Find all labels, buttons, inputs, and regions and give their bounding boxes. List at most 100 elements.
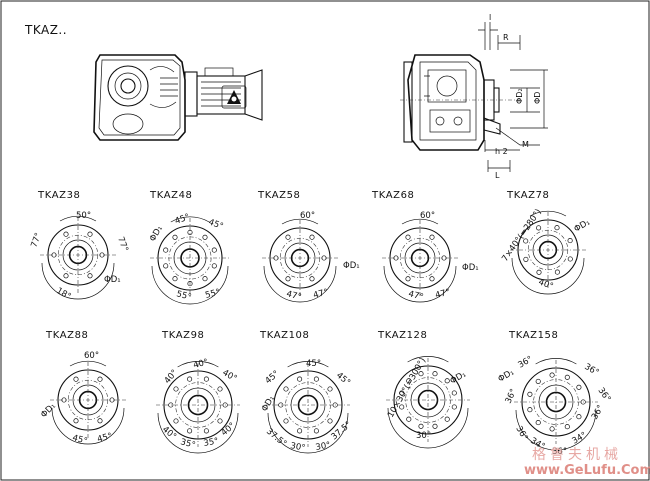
bolt-hole [309,234,315,240]
bolt-hole [187,428,193,434]
bolt-hole [554,225,560,231]
bolt-hole [580,399,586,405]
bolt-hole [187,281,193,287]
angle-label: 45° [334,371,352,388]
d1-label: ΦD₁ [104,275,121,285]
angle-label: 37.5° [330,420,354,443]
page-title: TKAZ.. [24,23,67,37]
angle-label: 60° [300,211,315,221]
bolt-hole [549,426,555,432]
angle-label: 77° [29,231,44,249]
bolt-hole [273,255,279,261]
angle-label: 36° [583,362,601,378]
model-label: TKAZ108 [259,330,309,341]
dim-label-m: M [522,140,529,149]
bolt-hole [63,231,69,237]
d1-label: ΦD₁ [39,401,58,420]
bolt-hole [535,420,541,426]
bolt-hole [217,386,223,392]
angle-label: 36° [596,386,613,404]
bolt-hole [444,416,450,422]
angle-label: 45° [264,369,282,386]
angle-label: 30° [315,440,332,452]
bolt-hole [173,418,179,424]
dim-label-l: l [489,13,491,22]
bolt-hole [321,255,327,261]
bolt-hole [327,386,333,392]
angle-label: 40° [537,277,555,292]
angle-label: 45° [207,217,225,232]
flange-diagram [386,356,470,449]
model-label: TKAZ48 [149,190,193,201]
angle-label: 36° [504,387,519,405]
flange-diagram [510,210,586,295]
flange-diagram [156,361,240,454]
d1-label: ΦD₁ [462,263,479,273]
angle-label: 45° [96,431,113,445]
angle-label: 35° [203,436,220,448]
bolt-hole [576,384,582,390]
dim-label-d: ΦD [533,92,542,104]
bolt-hole [406,416,412,422]
bolt-hole [327,418,333,424]
bolt-hole [217,418,223,424]
bolt-hole [172,276,178,282]
flange-diagram [40,215,116,300]
bolt-hole [523,256,529,262]
bolt-hole [278,402,284,408]
angle-label: 60° [84,351,99,361]
angle-label: 47° [407,289,424,303]
bolt-hole [405,234,411,240]
bolt-hole [203,376,209,382]
bolt-hole [297,428,303,434]
bolt-hole [451,404,457,410]
bolt-hole [536,225,542,231]
dim-label-l-bottom: L [495,171,500,180]
bolt-hole [222,402,228,408]
bolt-hole [163,263,169,269]
angle-label: 30° [416,431,431,441]
bolt-hole [283,418,289,424]
model-label: TKAZ88 [45,330,89,341]
bolt-hole [87,231,93,237]
bolt-hole [202,276,208,282]
bolt-hole [87,273,93,279]
angle-label: 50° [76,211,91,221]
flange-diagram [50,360,126,445]
bolt-hole [283,386,289,392]
angle-label: 77° [115,236,130,254]
angle-label: 47° [285,289,302,303]
model-label: TKAZ158 [508,330,558,341]
model-label: TKAZ68 [371,190,415,201]
bolt-hole [432,371,438,377]
angle-label: 40° [220,421,238,438]
bolt-hole [576,414,582,420]
bolt-hole [73,376,79,382]
bolt-hole [418,371,424,377]
d1-label: ΦD₁ [497,368,516,385]
d1-label: ΦD₁ [573,218,592,235]
bolt-hole [51,252,57,258]
bolt-hole [418,423,424,429]
angle-label: 40° [192,357,209,371]
bolt-hole [99,252,105,258]
bolt-hole [203,428,209,434]
angle-label: 30° [289,441,306,453]
angle-label: 40° [163,368,180,386]
model-label: TKAZ98 [161,330,205,341]
bolt-hole [211,263,217,269]
angle-label: 10×30°(=300°) [386,356,428,419]
angle-label: 18° [55,286,73,302]
bolt-hole [73,418,79,424]
bolt-hole [451,390,457,396]
bolt-hole [429,234,435,240]
bolt-hole [173,386,179,392]
angle-label: 60° [420,211,435,221]
bolt-hole [399,390,405,396]
bolt-hole [567,256,573,262]
bolt-hole [163,247,169,253]
bolt-hole [399,404,405,410]
angle-label: 36° [552,447,567,457]
bolt-hole [309,276,315,282]
